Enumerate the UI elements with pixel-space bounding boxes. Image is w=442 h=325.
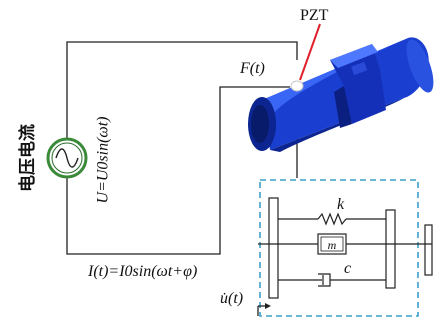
velocity-arrow [257,303,271,316]
spring-element [278,212,386,226]
pipe-clamp-illustration [248,37,434,152]
spring-label: k [337,196,345,213]
mass-label: m [328,238,337,252]
pzt-pointer [299,23,321,81]
voltage-equation: U=U0sin(ωt) [95,117,112,204]
damper-element [278,273,386,287]
velocity-label: u̇(t) [220,290,243,307]
right-plate [385,209,396,289]
wire-top [66,41,298,138]
left-plate [268,197,279,299]
model-box [259,179,419,317]
end-plate [424,224,433,276]
force-label: F(t) [239,60,265,77]
source-label: 电压电流 [17,124,38,192]
damper-label: c [344,260,351,277]
current-equation: I(t)=I0sin(ωt+φ) [87,263,197,280]
ac-source-icon [46,137,88,179]
pzt-label: PZT [300,7,329,24]
mass-element [317,233,347,255]
wire-bottom [66,86,290,255]
